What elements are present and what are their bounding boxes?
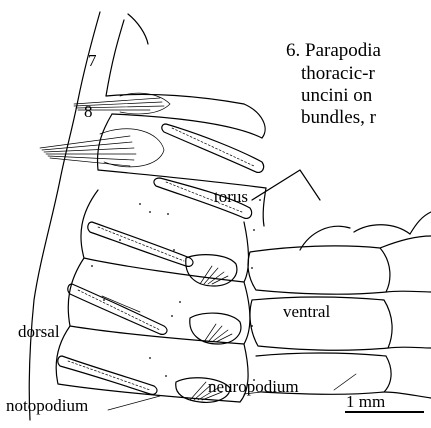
- uncinal-torus-8: [162, 124, 264, 172]
- body-outline: [29, 180, 60, 420]
- notopodium-label: notopodium: [6, 396, 88, 415]
- segment-8-label: 8: [84, 102, 93, 121]
- torus-label: torus: [214, 187, 248, 206]
- caption-line-3: uncini on: [301, 85, 373, 106]
- dorsal-segments: [56, 190, 250, 402]
- scale-bar-label: 1 mm: [346, 392, 385, 411]
- stippling: [91, 199, 261, 381]
- caption-line-1: 6. Parapodia: [286, 40, 382, 61]
- caption-line-4: bundles, r: [301, 107, 377, 128]
- dorsal-label: dorsal: [18, 322, 60, 341]
- ventral-plates: [248, 236, 431, 398]
- neuropodium-label: neuropodium: [208, 377, 299, 396]
- ventral-label: ventral: [283, 302, 330, 321]
- segment-7-label: 7: [88, 51, 97, 70]
- crease-lines: [300, 212, 431, 250]
- notopodial-tori: [58, 222, 193, 394]
- caption-line-2: thoracic-r: [301, 63, 376, 84]
